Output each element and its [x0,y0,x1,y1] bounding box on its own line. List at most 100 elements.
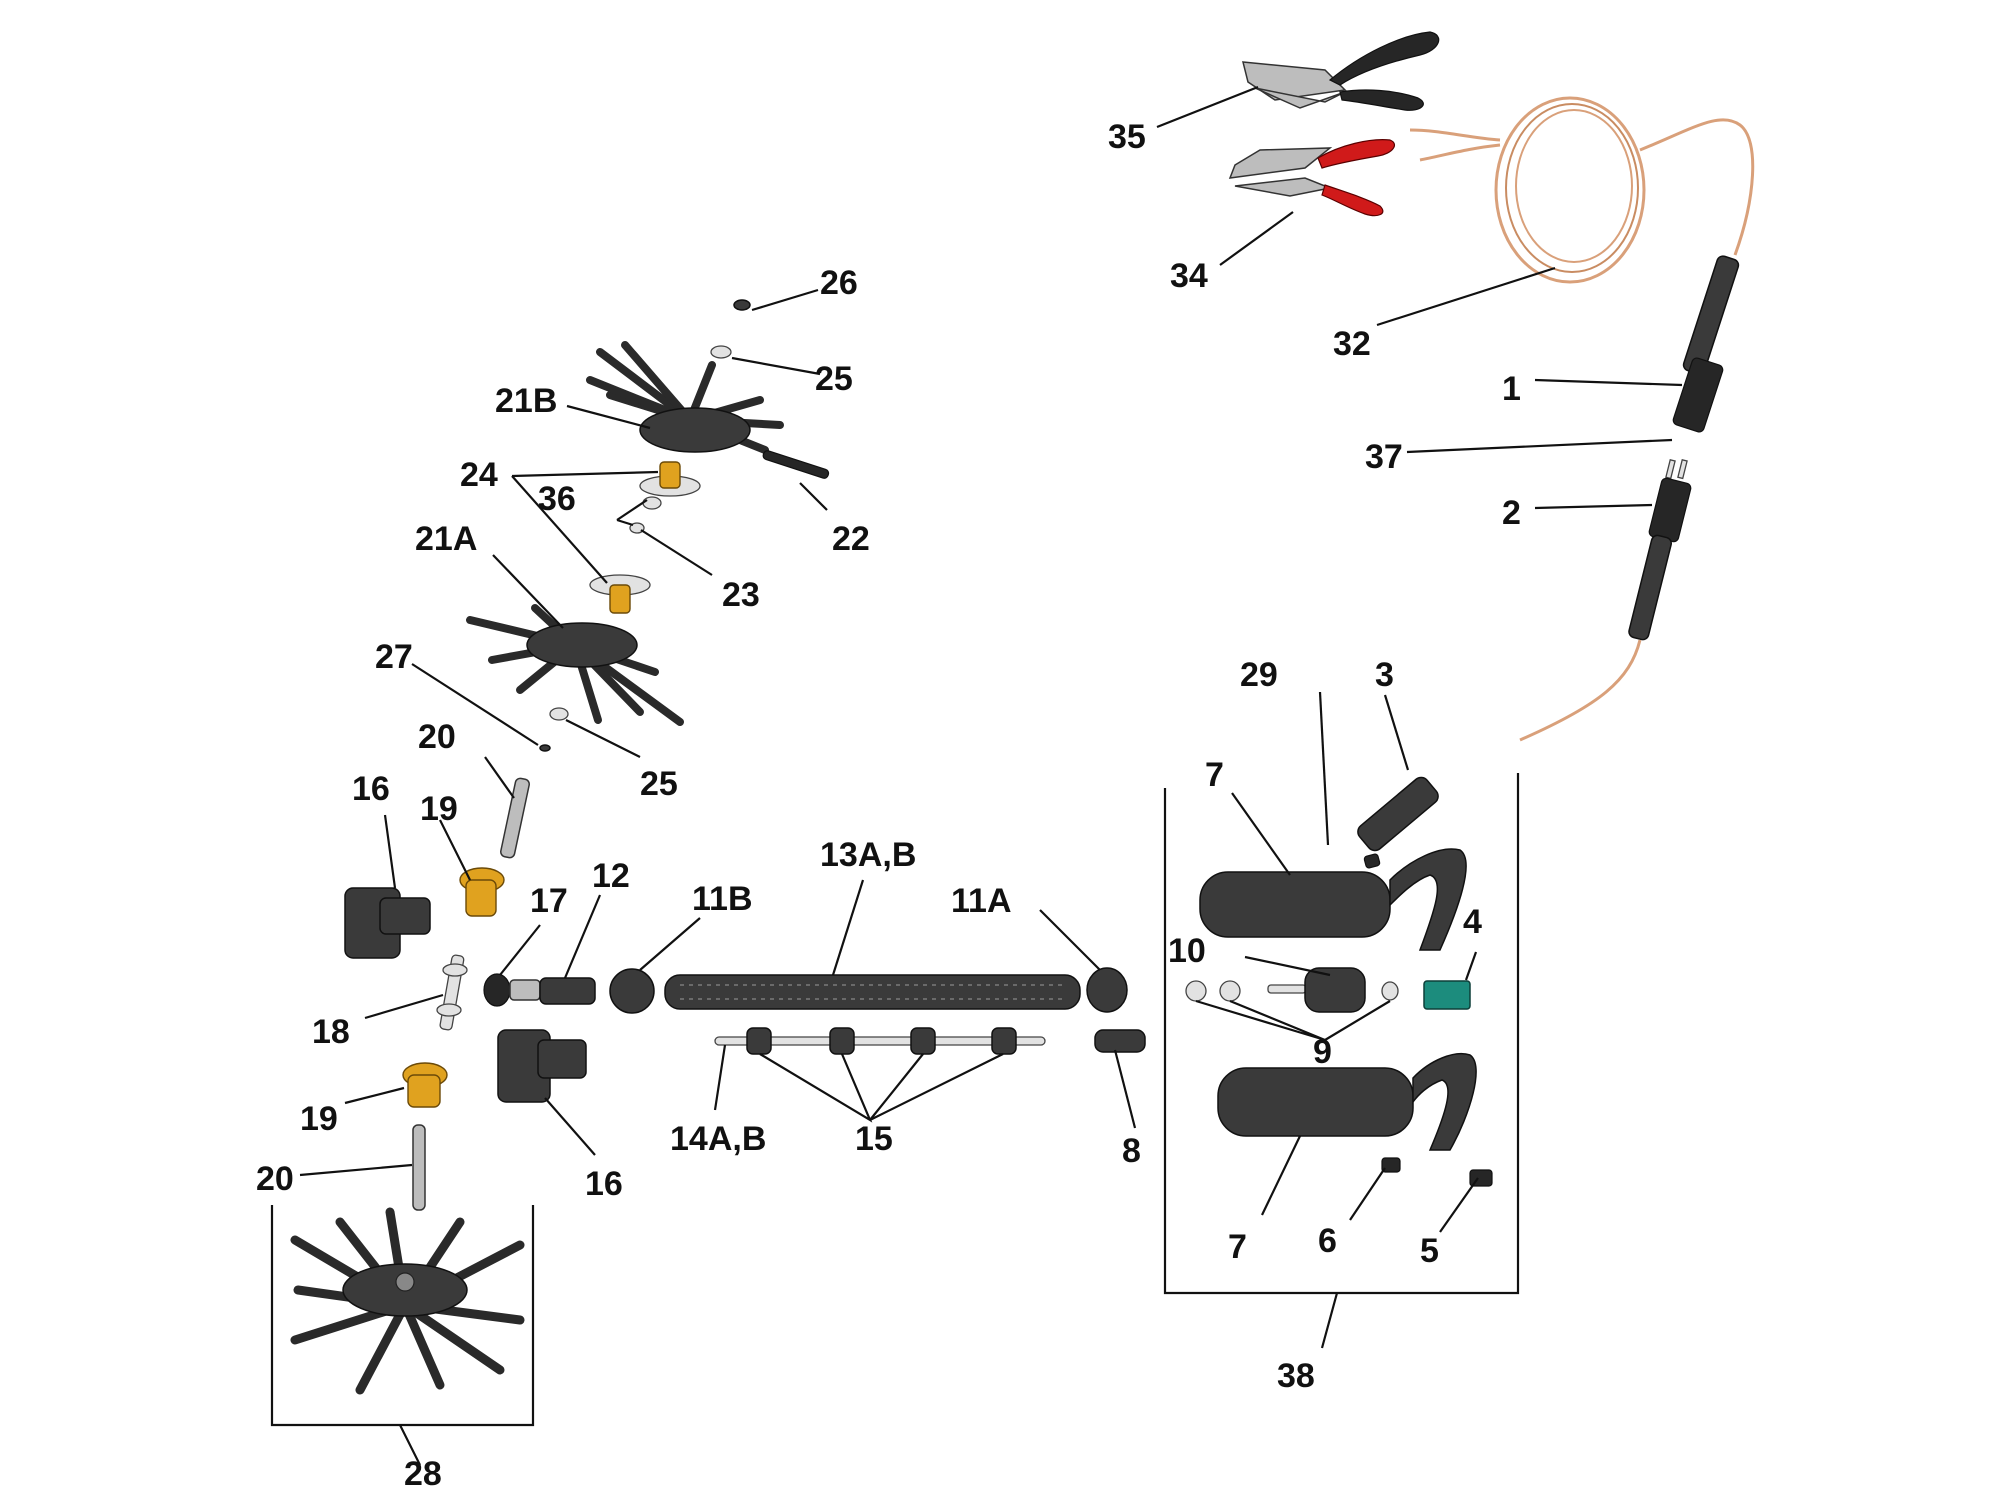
callout-17: 17 [530,882,568,920]
callout-7-upper: 7 [1205,756,1224,794]
callout-25-lower: 25 [640,765,678,803]
end-cap-11a-part [1086,967,1128,1013]
axle-14-with-rings-15-part [714,1027,1046,1055]
spindle-20-lower-part [412,1124,426,1211]
callout-20-lower: 20 [256,1160,294,1198]
plug-connector-part [1519,255,1740,742]
callout-23: 23 [722,576,760,614]
leader-4 [1464,951,1478,981]
small-parts-top-group [539,299,830,752]
callout-11a: 11A [951,882,1012,920]
leader-7b [1261,1135,1301,1216]
leader-29 [1318,691,1330,846]
leader-25a [731,356,821,376]
gold-flange-24-upper-part [639,461,701,497]
callout-5: 5 [1420,1232,1439,1270]
leader-21a [492,554,564,629]
callout-37: 37 [1365,438,1403,476]
callout-10: 10 [1168,932,1206,970]
callout-6: 6 [1318,1222,1337,1260]
shaft-18-part [436,954,468,1031]
leader-16a [383,814,397,889]
callout-1: 1 [1502,370,1521,408]
brush-head-21a-part [466,604,684,726]
callout-3: 3 [1375,656,1394,694]
leader-5 [1439,1177,1479,1233]
leader-37 [1406,438,1673,454]
brush-head-28-part [290,1207,525,1395]
leader-25b [565,719,641,758]
leader-35 [1156,85,1259,129]
battery-clamp-red-part [1228,139,1395,217]
callout-27: 27 [375,638,413,676]
leader-16b [544,1097,596,1156]
handle-housing-7-lower-part [1217,1053,1477,1151]
callout-4: 4 [1463,903,1482,941]
callout-18: 18 [312,1013,350,1051]
callout-29: 29 [1240,656,1278,694]
kit-box-28 [270,1205,535,1466]
callout-9: 9 [1313,1033,1332,1071]
callout-11b: 11B [692,880,753,918]
leader-19a [439,819,471,881]
callout-15: 15 [855,1120,893,1158]
callout-16-lower: 16 [585,1165,623,1203]
coupling-housing-16-lower-part [497,1029,587,1103]
callout-16-upper: 16 [352,770,390,808]
leader-18 [364,993,444,1020]
leader-15b [869,1053,1004,1121]
kit-box-38 [1163,773,1520,1349]
leader-7a [1231,792,1291,876]
callout-7-lower: 7 [1228,1228,1247,1266]
callout-32: 32 [1333,325,1371,363]
callout-labels: 1 2 3 4 5 6 7 7 8 9 10 11A 11B 12 13A,B … [256,118,1521,1493]
leader-11a [1039,909,1101,971]
leader-22 [799,482,828,511]
leader-6 [1349,1167,1386,1221]
leader-9b [1324,1000,1391,1041]
coupling-housing-16-upper-part [344,887,431,959]
callout-28: 28 [404,1455,442,1493]
callout-12: 12 [592,857,630,895]
leader-32 [1376,266,1556,327]
leader-13 [831,879,865,976]
gold-flange-24-lower-part [589,574,651,614]
motor-10-part [1267,967,1366,1013]
callout-34: 34 [1170,257,1208,295]
callout-20-upper: 20 [418,718,456,756]
leader-36a [616,499,648,521]
callout-36: 36 [538,480,576,518]
leader-20b [299,1163,413,1177]
gold-bushing-19-upper-part [459,867,505,917]
copper-cable-coil-part [1409,96,1755,284]
callout-21b: 21B [495,382,557,420]
callout-2: 2 [1502,494,1521,532]
callout-24: 24 [460,456,498,494]
leader-23 [640,529,713,576]
leader-24a [511,470,659,478]
callout-14: 14A,B [670,1120,766,1158]
callout-22: 22 [832,520,870,558]
leader-12 [563,894,602,979]
leader-1 [1534,378,1683,387]
leader-19b [344,1086,405,1105]
callout-13: 13A,B [820,836,916,874]
leader-21b [566,404,651,430]
callout-38: 38 [1277,1357,1315,1395]
leader-24b [511,475,608,584]
leader-10 [1244,955,1331,977]
leader-15a [759,1053,873,1123]
leader-36b [616,518,634,527]
leader-26 [751,288,819,312]
leader-27 [411,663,539,746]
leader-9a [1195,999,1326,1042]
leader-8 [1113,1049,1137,1129]
leader-2 [1534,503,1653,510]
callout-25-upper: 25 [815,360,853,398]
leader-11b [639,917,701,971]
callout-8: 8 [1122,1132,1141,1170]
leader-lines [299,85,1683,1233]
callout-19-lower: 19 [300,1100,338,1138]
